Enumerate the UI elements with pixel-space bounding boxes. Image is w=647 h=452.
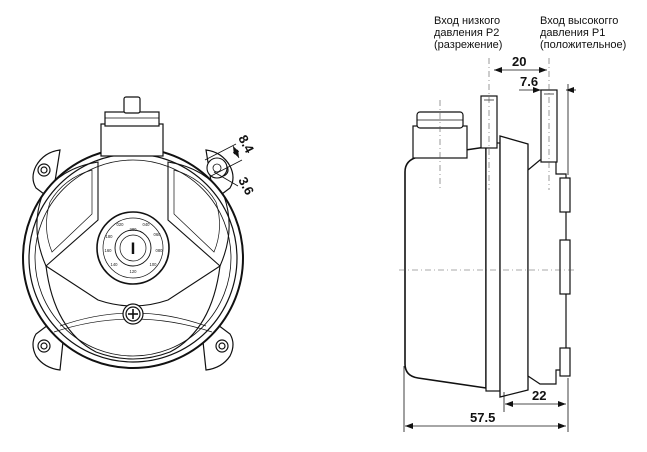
hole-diameter-dim: 3.6: [235, 174, 257, 197]
low-pressure-port: [480, 95, 498, 149]
low-pressure-label-line3: (разрежение): [434, 39, 502, 51]
mounting-hole: [215, 339, 229, 353]
face-panel-bottom: [45, 264, 221, 360]
body-depth-dim: 22: [532, 388, 546, 403]
high-pressure-label-line2: давления P1: [540, 27, 605, 39]
dial-tick-label: 100: [150, 262, 158, 267]
top-port-nozzle: [123, 96, 141, 114]
dial-tick-label: 040: [143, 222, 151, 227]
face-panel-left: [36, 161, 99, 267]
dial-scale: 020 040 060 080 100 120 140 160 180 200: [105, 222, 164, 274]
side-view: [404, 89, 571, 398]
side-housing-cover: [404, 146, 487, 389]
dial-tick-label: 080: [156, 248, 164, 253]
setpoint-dial: [96, 211, 170, 285]
high-pressure-label: Вход высокогго давления P1 (положительно…: [540, 15, 626, 51]
mounting-hole: [37, 163, 51, 177]
top-port-base: [100, 123, 164, 157]
dial-tick-label: 020: [117, 222, 125, 227]
dial-pointer: I: [131, 239, 136, 258]
low-pressure-label-line2: давления P2: [434, 27, 499, 39]
dial-tick-label: 140: [111, 262, 119, 267]
overall-depth-dim: 57.5: [470, 410, 495, 425]
membrane-ring: [485, 142, 501, 392]
front-view: [22, 96, 244, 371]
high-pressure-label-line1: Вход высокогго: [540, 15, 618, 27]
port-spacing-dim: 20: [512, 54, 526, 69]
low-pressure-label-line1: Вход низкого: [434, 15, 500, 27]
hole-spacing-dim: 8.4: [235, 132, 257, 156]
dial-tick-label: 180: [106, 234, 114, 239]
high-pressure-label-line3: (положительное): [540, 39, 626, 51]
port-offset-dim: 7.6: [520, 74, 538, 89]
dial-tick-label: 120: [130, 269, 138, 274]
hole-dimension: [204, 143, 243, 187]
low-pressure-label: Вход низкого давления P2 (разрежение): [434, 15, 502, 51]
centerlines: [399, 58, 576, 271]
rear-housing: [499, 135, 529, 398]
side-dimensions: [403, 67, 576, 432]
dial-tick-label: 060: [154, 232, 162, 237]
dial-tick-label: 160: [105, 248, 113, 253]
face-panel-right: [167, 161, 230, 267]
mounting-hole: [37, 339, 51, 353]
dial-tick-label: 200: [130, 227, 138, 232]
